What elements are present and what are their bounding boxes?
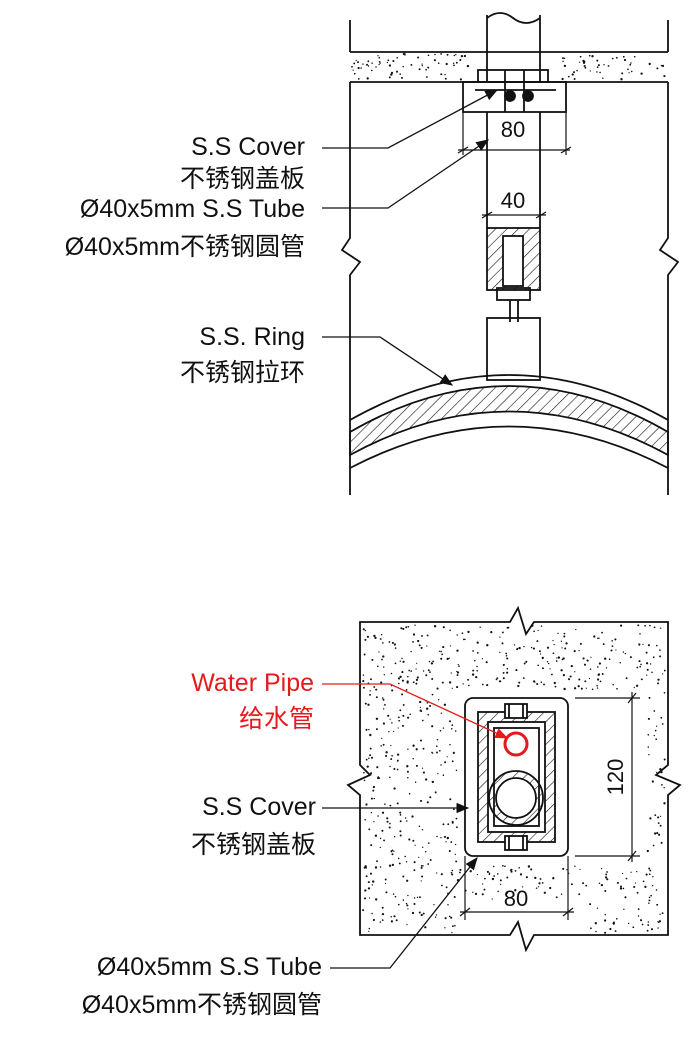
tube-label-cn-top: Ø40x5mm不锈钢圆管 bbox=[64, 233, 305, 261]
cover-label-top: S.S Cover bbox=[191, 133, 305, 161]
tube-label-plan: Ø40x5mm S.S Tube bbox=[96, 953, 322, 981]
concrete-slab bbox=[349, 20, 669, 83]
ring-label-cn: 不锈钢拉环 bbox=[179, 359, 305, 387]
plan-bolts bbox=[504, 703, 528, 851]
ss-tube-lower bbox=[486, 317, 541, 381]
section-view bbox=[322, 12, 680, 495]
leaders-top bbox=[322, 89, 499, 386]
dim-40 bbox=[481, 211, 547, 219]
ss-tube bbox=[486, 112, 541, 228]
plan-view bbox=[322, 605, 682, 969]
dim-40-text: 40 bbox=[501, 188, 525, 213]
water-pipe-label-cn: 给水管 bbox=[238, 705, 314, 733]
tube-coupling bbox=[486, 227, 541, 322]
plan-tube bbox=[488, 770, 544, 826]
dim-80-bottom bbox=[459, 856, 574, 920]
tube-label-cn-plan: Ø40x5mm不锈钢圆管 bbox=[81, 991, 322, 1019]
water-pipe-label: Water Pipe bbox=[191, 669, 314, 697]
dim-120 bbox=[575, 692, 640, 862]
leaders-plan bbox=[322, 683, 509, 969]
ss-ring bbox=[349, 374, 669, 469]
tube-top-break bbox=[486, 12, 541, 82]
dim-80-top-text: 80 bbox=[501, 117, 525, 142]
cover-label-cn-top: 不锈钢盖板 bbox=[179, 165, 305, 193]
cover-label-plan: S.S Cover bbox=[202, 793, 316, 821]
dim-80-bottom-text: 80 bbox=[504, 886, 528, 911]
concrete-block bbox=[346, 605, 682, 953]
tube-label-top: Ø40x5mm S.S Tube bbox=[79, 195, 305, 223]
ss-cover-plate bbox=[462, 69, 567, 113]
water-pipe-circle bbox=[503, 731, 529, 757]
cover-label-cn-plan: 不锈钢盖板 bbox=[190, 831, 316, 859]
dim-120-text: 120 bbox=[603, 759, 628, 796]
dim-80-top bbox=[457, 112, 572, 155]
side-walls bbox=[340, 82, 680, 495]
ring-label: S.S. Ring bbox=[199, 323, 305, 351]
